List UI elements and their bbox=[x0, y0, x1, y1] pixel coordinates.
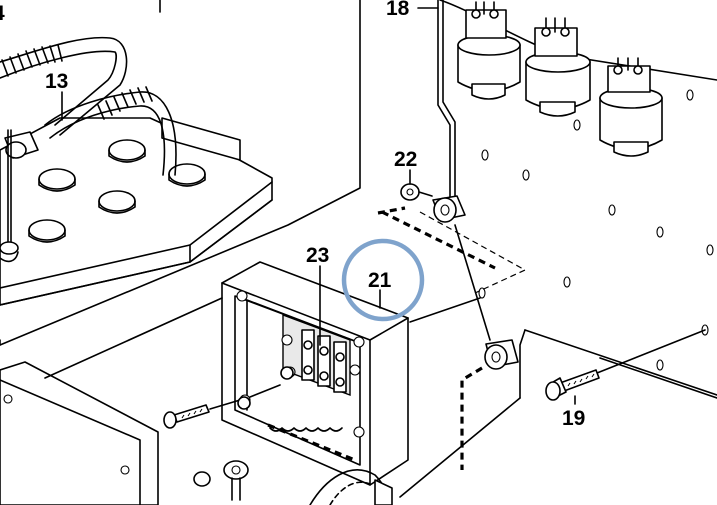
relay-3 bbox=[599, 57, 663, 157]
battery-caps bbox=[28, 139, 206, 243]
spacer-lower bbox=[484, 339, 519, 370]
highlight-ring bbox=[341, 238, 425, 322]
callout-18: 18 bbox=[386, 0, 410, 20]
battery-inset bbox=[0, 0, 361, 346]
relay-1 bbox=[457, 1, 521, 100]
callout-23: 23 bbox=[306, 244, 329, 267]
box-screw bbox=[163, 366, 294, 429]
bolt-19 bbox=[545, 329, 706, 401]
callout-21: 21 bbox=[368, 269, 392, 292]
callout-19: 19 bbox=[562, 407, 585, 430]
callout-leaders bbox=[61, 0, 576, 405]
washer-22 bbox=[400, 183, 433, 201]
callout-22: 22 bbox=[394, 148, 417, 171]
control-module bbox=[0, 297, 223, 505]
terminal-box-21 bbox=[221, 261, 409, 486]
mounting-plate bbox=[437, 0, 717, 399]
terminal-block-23 bbox=[301, 329, 347, 393]
callout-4: 4 bbox=[0, 2, 5, 25]
assembly-leaders bbox=[377, 206, 527, 498]
bottom-cable bbox=[193, 460, 393, 505]
spacer-upper bbox=[432, 195, 466, 223]
relay-2 bbox=[525, 17, 591, 117]
battery-cables bbox=[0, 36, 177, 263]
battery-bar bbox=[161, 117, 241, 161]
callout-13: 13 bbox=[45, 70, 68, 93]
plate-holes bbox=[478, 89, 714, 371]
